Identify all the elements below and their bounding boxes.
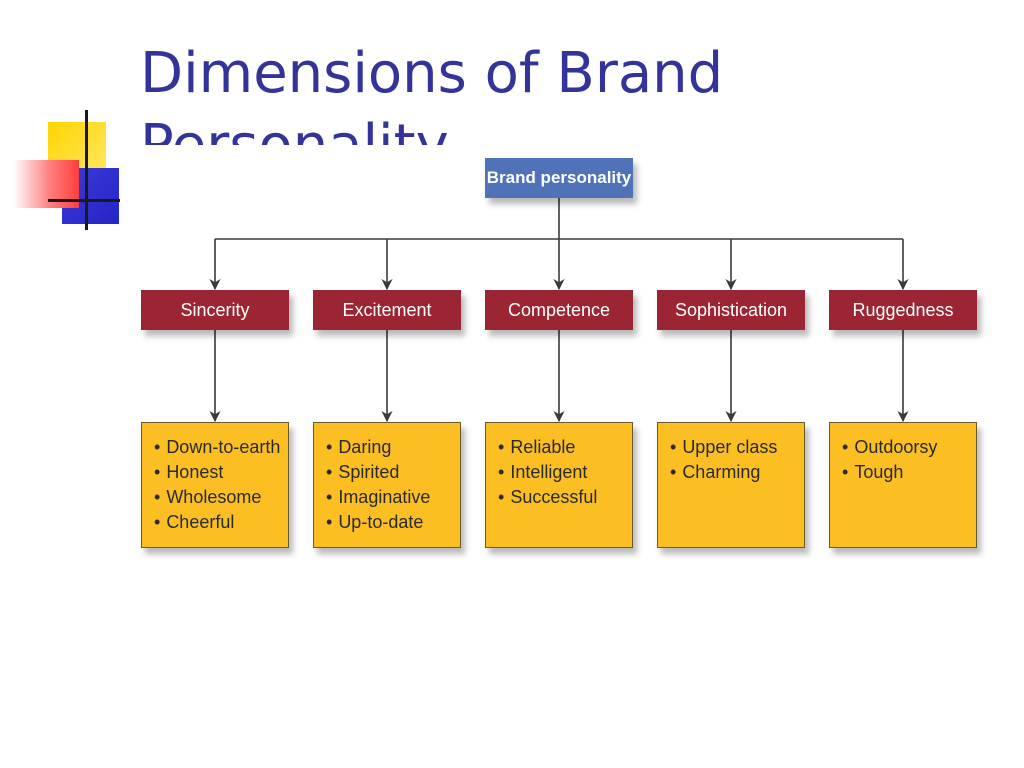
trait-list: Daring Spirited Imaginative Up-to-date <box>326 435 454 535</box>
decorative-squares-graphic <box>10 108 125 233</box>
horizontal-rule <box>48 199 120 202</box>
dimension-sincerity-box: Sincerity <box>141 290 289 330</box>
traits-sophistication-box: Upper class Charming <box>657 422 805 548</box>
trait-item: Outdoorsy <box>842 435 970 460</box>
trait-item: Daring <box>326 435 454 460</box>
trait-item: Upper class <box>670 435 798 460</box>
trait-item: Charming <box>670 460 798 485</box>
trait-item: Spirited <box>326 460 454 485</box>
traits-sincerity-box: Down-to-earth Honest Wholesome Cheerful <box>141 422 289 548</box>
brand-personality-root-box: Brand personality <box>485 158 633 198</box>
vertical-rule <box>85 110 88 230</box>
traits-competence-box: Reliable Intelligent Successful <box>485 422 633 548</box>
title-line-1: Dimensions of Brand <box>140 41 724 106</box>
trait-item: Reliable <box>498 435 626 460</box>
trait-item: Cheerful <box>154 510 282 535</box>
trait-item: Imaginative <box>326 485 454 510</box>
trait-item: Successful <box>498 485 626 510</box>
dimension-sophistication-box: Sophistication <box>657 290 805 330</box>
trait-list: Down-to-earth Honest Wholesome Cheerful <box>154 435 282 535</box>
traits-excitement-box: Daring Spirited Imaginative Up-to-date <box>313 422 461 548</box>
trait-item: Wholesome <box>154 485 282 510</box>
trait-item: Up-to-date <box>326 510 454 535</box>
dimension-ruggedness-box: Ruggedness <box>829 290 977 330</box>
trait-list: Reliable Intelligent Successful <box>498 435 626 510</box>
traits-ruggedness-box: Outdoorsy Tough <box>829 422 977 548</box>
trait-item: Intelligent <box>498 460 626 485</box>
trait-list: Outdoorsy Tough <box>842 435 970 485</box>
dimension-competence-box: Competence <box>485 290 633 330</box>
dimension-excitement-box: Excitement <box>313 290 461 330</box>
trait-list: Upper class Charming <box>670 435 798 485</box>
trait-item: Down-to-earth <box>154 435 282 460</box>
trait-item: Tough <box>842 460 970 485</box>
trait-item: Honest <box>154 460 282 485</box>
